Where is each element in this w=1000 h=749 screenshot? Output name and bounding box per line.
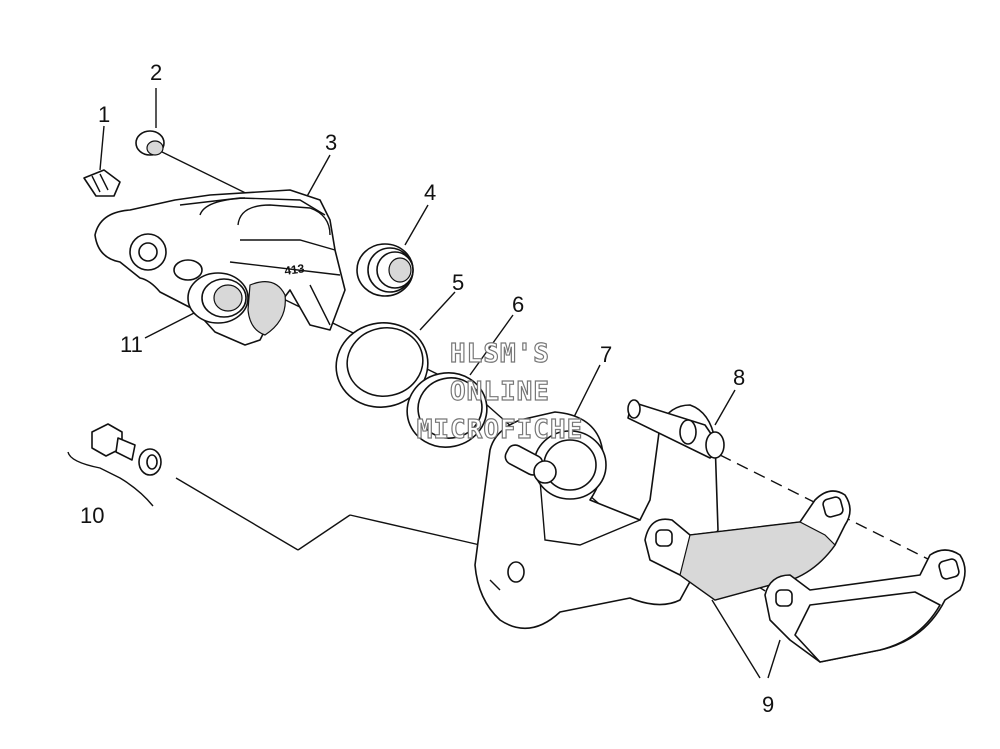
watermark-line-2: ONLINE xyxy=(450,377,550,407)
caliper-body-part: 413 xyxy=(94,189,346,346)
brake-pad-inner-part xyxy=(644,490,851,601)
callout-10: 10 xyxy=(80,503,104,528)
callout-2: 2 xyxy=(150,60,162,85)
callout-11: 11 xyxy=(120,332,143,357)
callout-1: 1 xyxy=(98,102,110,127)
callout-8: 8 xyxy=(733,365,745,390)
caliper-stamp: 413 xyxy=(283,261,305,278)
piston-part xyxy=(356,243,414,297)
caliper-bracket-part xyxy=(474,404,719,630)
brake-pad-outer-part xyxy=(764,549,966,663)
callout-6: 6 xyxy=(512,292,524,317)
callout-5: 5 xyxy=(452,270,464,295)
bolt-washer-part xyxy=(91,423,162,476)
bleeder-cap-part xyxy=(135,130,165,156)
callout-3: 3 xyxy=(325,130,337,155)
slide-pin-part xyxy=(627,399,725,459)
callout-9: 9 xyxy=(762,692,774,717)
bleeder-screw-part xyxy=(83,169,121,197)
watermark-line-1: HLSM'S xyxy=(450,339,550,369)
dust-ring-part xyxy=(406,372,488,448)
caliper-piston-part xyxy=(187,272,249,324)
callout-4: 4 xyxy=(424,180,436,205)
seal-ring-part xyxy=(335,322,429,408)
callout-7: 7 xyxy=(600,342,612,367)
watermark: HLSM'S ONLINE MICROFICHE xyxy=(416,338,584,445)
callouts: 1 2 3 4 5 6 7 8 9 10 11 xyxy=(80,60,774,717)
watermark-line-3: MICROFICHE xyxy=(417,415,584,445)
